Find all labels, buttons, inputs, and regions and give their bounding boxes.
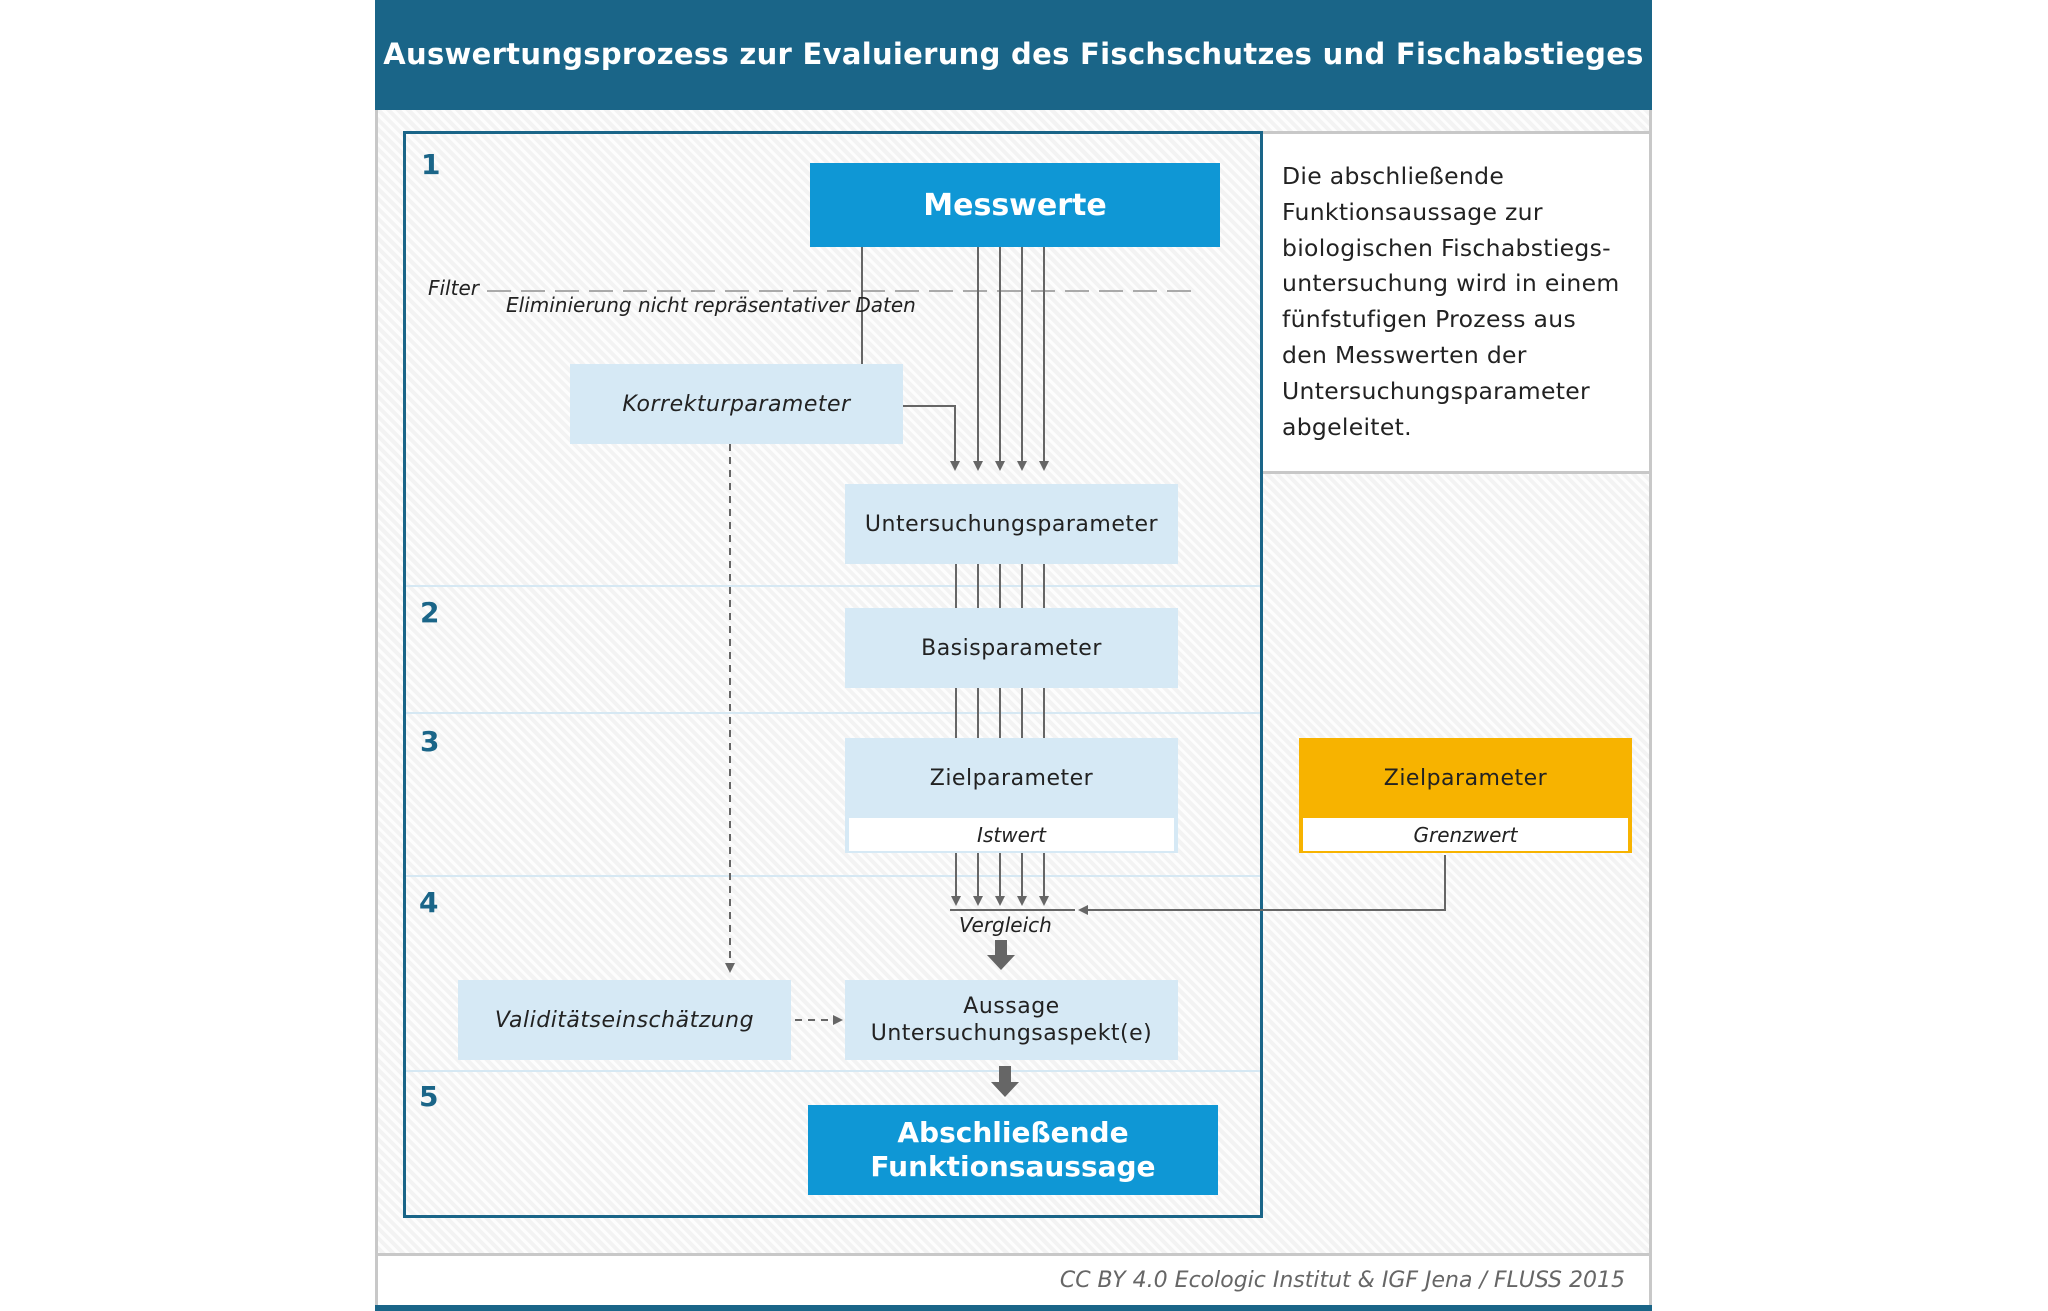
stage-separator xyxy=(406,1070,1260,1072)
korrekturparameter-box: Korrekturparameter xyxy=(570,364,903,444)
stage-number-3: 3 xyxy=(420,725,440,758)
messwerte-label: Messwerte xyxy=(923,187,1107,223)
grenzwert-to-vergleich-arrow xyxy=(1078,855,1446,915)
messwerte-box: Messwerte xyxy=(810,163,1220,247)
description-line: Untersuchungsparameter xyxy=(1282,376,1590,405)
stage-separator xyxy=(406,585,1260,587)
stage-number-5: 5 xyxy=(419,1080,439,1113)
validitaetseinschaetzung-box: Validitätseinschätzung xyxy=(458,980,791,1060)
description-line: Funktionsaussage zur xyxy=(1282,197,1543,226)
zielparameter-target-label: Zielparameter xyxy=(1383,766,1548,791)
vergleich-to-aussage-arrow xyxy=(987,940,1015,970)
credit-text: CC BY 4.0 Ecologic Institut & IGF Jena /… xyxy=(1059,1268,1625,1293)
abschliessende-funktionsaussage-box: Abschließende Funktionsaussage xyxy=(808,1105,1218,1195)
validitaetseinschaetzung-label: Validitätseinschätzung xyxy=(494,1007,755,1033)
footer: CC BY 4.0 Ecologic Institut & IGF Jena /… xyxy=(375,1253,1652,1311)
figure: Auswertungsprozess zur Evaluierung des F… xyxy=(375,0,1652,1311)
final-label-line1: Abschließende xyxy=(897,1116,1129,1149)
aussage-box: Aussage Untersuchungsaspekt(e) xyxy=(845,980,1178,1060)
stage-separator xyxy=(406,712,1260,714)
description-panel: Die abschließende Funktionsaussage zur b… xyxy=(1262,131,1649,474)
bottom-rule xyxy=(375,1305,1652,1311)
description-text: Die abschließende Funktionsaussage zur b… xyxy=(1282,159,1642,445)
basisparameter-box: Basisparameter xyxy=(845,608,1178,688)
filter-label: Filter xyxy=(428,276,479,300)
diagram-title: Auswertungsprozess zur Evaluierung des F… xyxy=(383,37,1644,71)
aussage-label-line1: Aussage xyxy=(963,994,1060,1019)
eliminierung-label: Eliminierung nicht repräsentativer Daten xyxy=(506,293,916,317)
korrektur-to-untersuchung-arrow xyxy=(903,405,960,471)
description-line: fünfstufigen Prozess aus xyxy=(1282,305,1576,334)
description-line: abgeleitet. xyxy=(1282,412,1412,441)
untersuchungsparameter-box: Untersuchungsparameter xyxy=(845,484,1178,564)
aussage-to-final-arrow xyxy=(991,1066,1019,1097)
korrekturparameter-label: Korrekturparameter xyxy=(622,391,851,417)
title-bar: Auswertungsprozess zur Evaluierung des F… xyxy=(375,0,1652,110)
untersuchungsparameter-label: Untersuchungsparameter xyxy=(864,511,1159,537)
description-line: den Messwerten der xyxy=(1282,340,1527,369)
process-frame xyxy=(403,131,1263,1218)
description-line: biologischen Fischabstiegs- xyxy=(1282,233,1611,262)
final-label-line2: Funktionsaussage xyxy=(870,1150,1156,1183)
istwert-field: Istwert xyxy=(849,818,1174,851)
zielparameter-label: Zielparameter xyxy=(929,766,1094,791)
description-line: Die abschließende xyxy=(1282,162,1505,190)
stage-number-2: 2 xyxy=(420,596,440,629)
stage-separator xyxy=(406,875,1260,877)
stage-number-1: 1 xyxy=(421,148,441,181)
basisparameter-label: Basisparameter xyxy=(921,635,1102,661)
vergleich-label: Vergleich xyxy=(959,913,1052,937)
stage-number-4: 4 xyxy=(419,886,439,919)
connector-layer xyxy=(487,246,1446,1097)
aussage-label-line2: Untersuchungsaspekt(e) xyxy=(870,1021,1153,1046)
grenzwert-field: Grenzwert xyxy=(1303,818,1628,851)
description-line: untersuchung wird in einem xyxy=(1282,269,1620,298)
